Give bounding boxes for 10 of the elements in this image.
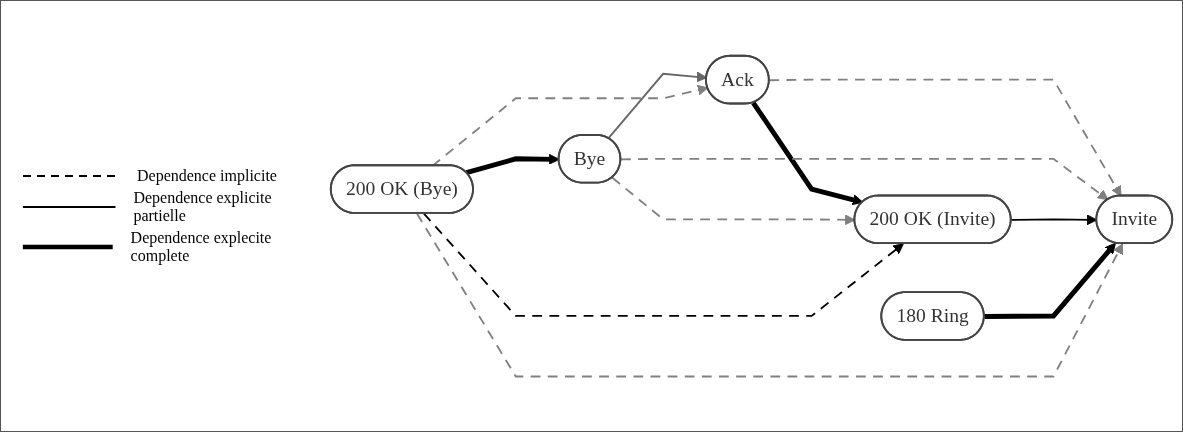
legend-text: Dependence explecite complete xyxy=(130,229,273,265)
arrow xyxy=(431,84,709,167)
arrow xyxy=(620,157,1109,201)
legend-text: Dependence implicite xyxy=(137,167,277,185)
arrow xyxy=(423,212,904,317)
arrow xyxy=(416,212,1124,378)
legend-text: Dependence explicite partielle xyxy=(133,189,273,225)
arrow xyxy=(984,242,1116,319)
arrow xyxy=(768,78,1122,197)
arrow xyxy=(751,101,864,205)
